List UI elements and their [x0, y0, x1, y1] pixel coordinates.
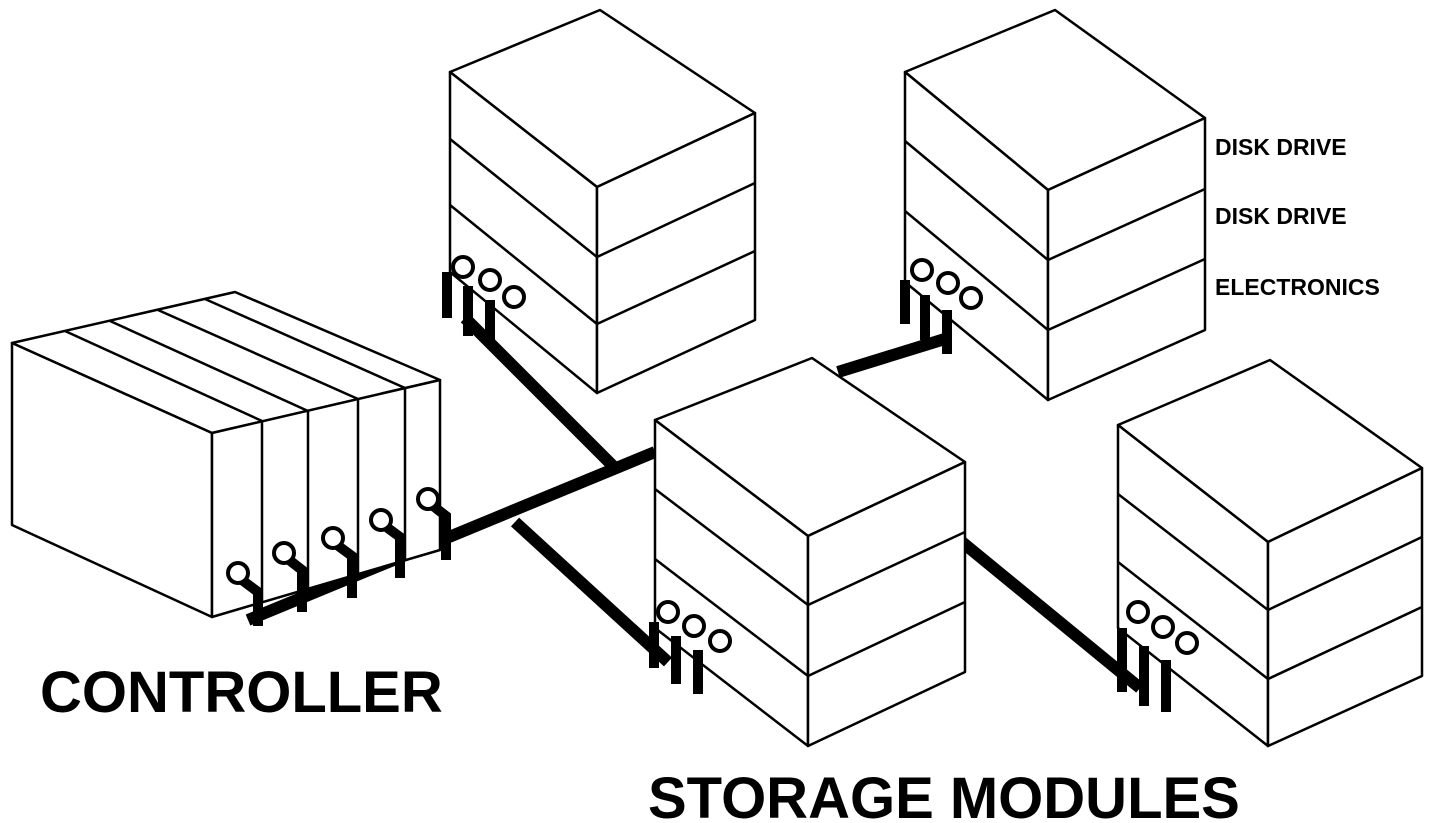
controller-right-face	[210, 378, 442, 619]
connector-icon	[272, 541, 307, 612]
layer-label-electronics: ELECTRONICS	[1215, 274, 1380, 300]
connector-icon	[369, 508, 405, 578]
storage-module-top-left	[448, 8, 757, 395]
controller-unit	[10, 290, 442, 619]
layer-label-disk-drive-middle: DISK DRIVE	[1215, 203, 1347, 229]
cable-controller-to-center	[245, 446, 658, 626]
connector-icon	[656, 600, 680, 624]
connector-icon	[416, 487, 451, 560]
cable-to-center-module	[510, 517, 673, 667]
connector-icon	[1151, 615, 1175, 639]
module-bottom-right-connectors	[1117, 600, 1199, 712]
storage-modules-label: STORAGE MODULES	[648, 766, 1240, 823]
storage-module-bottom-right	[1116, 358, 1424, 748]
module-top-left-connectors	[442, 255, 526, 344]
controller-connectors	[226, 487, 451, 626]
controller-label: CONTROLLER	[40, 660, 443, 725]
connector-icon	[502, 285, 526, 309]
cable-network	[245, 313, 1144, 693]
layer-label-disk-drive-top: DISK DRIVE	[1215, 134, 1347, 160]
connector-icon	[1126, 600, 1150, 624]
connector-icon	[451, 255, 475, 279]
connector-icon	[708, 629, 732, 653]
module-center-connectors	[649, 600, 732, 694]
connector-icon	[226, 561, 263, 626]
cable-to-top-right-module	[836, 332, 950, 378]
cable-to-bottom-right-module	[958, 537, 1144, 693]
connector-icon	[936, 271, 960, 295]
storage-module-top-right	[903, 8, 1207, 402]
connector-icon	[1175, 631, 1199, 655]
connector-icon	[478, 268, 502, 292]
connector-icon	[321, 526, 357, 598]
storage-module-center	[653, 356, 967, 748]
connector-icon	[682, 614, 706, 638]
connector-icon	[910, 258, 934, 282]
module-top-right-connectors	[900, 258, 983, 354]
connector-icon	[959, 286, 983, 310]
